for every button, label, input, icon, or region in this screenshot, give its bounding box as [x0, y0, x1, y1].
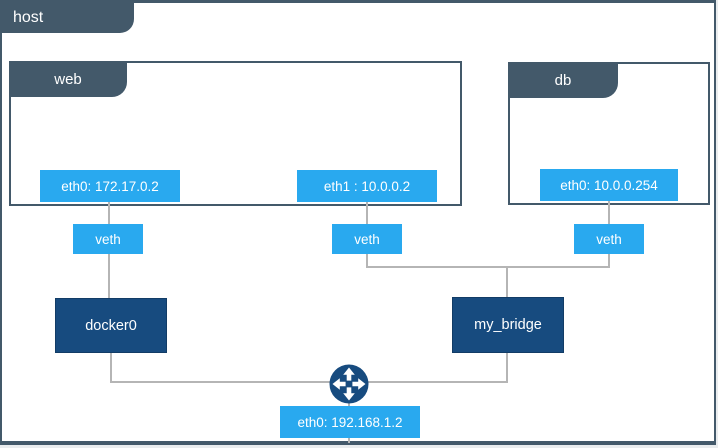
edge-mybridge-down [506, 353, 508, 382]
host-label: host [13, 8, 44, 26]
db-tab: db [508, 62, 618, 98]
veth-label: veth [354, 231, 380, 247]
edge-veth-to-docker0 [108, 254, 110, 298]
veth-label: veth [596, 231, 622, 247]
web-eth0-label: eth0: 172.17.0.2 [61, 178, 159, 194]
router-icon [329, 364, 369, 404]
web-label: web [54, 70, 82, 88]
web-tab: web [9, 61, 127, 97]
node-db-eth0: eth0: 10.0.0.254 [540, 169, 678, 201]
edge-web-eth1-to-veth [366, 202, 368, 224]
edge-veth3-down [608, 254, 610, 268]
edge-docker0-to-router [110, 381, 331, 383]
edge-web-eth0-to-veth [108, 202, 110, 224]
node-web-eth1: eth1 : 10.0.0.2 [297, 170, 437, 202]
node-my-bridge: my_bridge [452, 297, 564, 353]
host-tab: host [2, 2, 134, 33]
db-label: db [554, 71, 572, 89]
veth-label: veth [95, 231, 121, 247]
node-veth-web-eth0: veth [73, 224, 143, 254]
edge-mybridge-to-router [368, 381, 508, 383]
node-docker0: docker0 [55, 298, 167, 353]
edge-docker0-down [110, 353, 112, 382]
web-eth1-label: eth1 : 10.0.0.2 [323, 178, 411, 194]
node-veth-web-eth1: veth [332, 224, 402, 254]
node-host-eth0: eth0: 192.168.1.2 [280, 406, 420, 438]
node-router [329, 364, 369, 404]
my-bridge-label: my_bridge [474, 317, 542, 333]
node-web-eth0: eth0: 172.17.0.2 [40, 170, 180, 202]
edge-hosteth-to-frame [348, 438, 350, 443]
docker0-label: docker0 [85, 317, 137, 334]
edge-veth2-down [366, 254, 368, 268]
host-eth0-label: eth0: 192.168.1.2 [297, 414, 403, 430]
node-veth-db-eth0: veth [574, 224, 644, 254]
db-eth0-label: eth0: 10.0.0.254 [560, 177, 658, 193]
edge-router-to-hosteth [348, 402, 350, 408]
edge-db-eth0-to-veth [608, 200, 610, 224]
edge-veth-junction [366, 266, 610, 268]
edge-junction-to-mybridge [506, 266, 508, 297]
